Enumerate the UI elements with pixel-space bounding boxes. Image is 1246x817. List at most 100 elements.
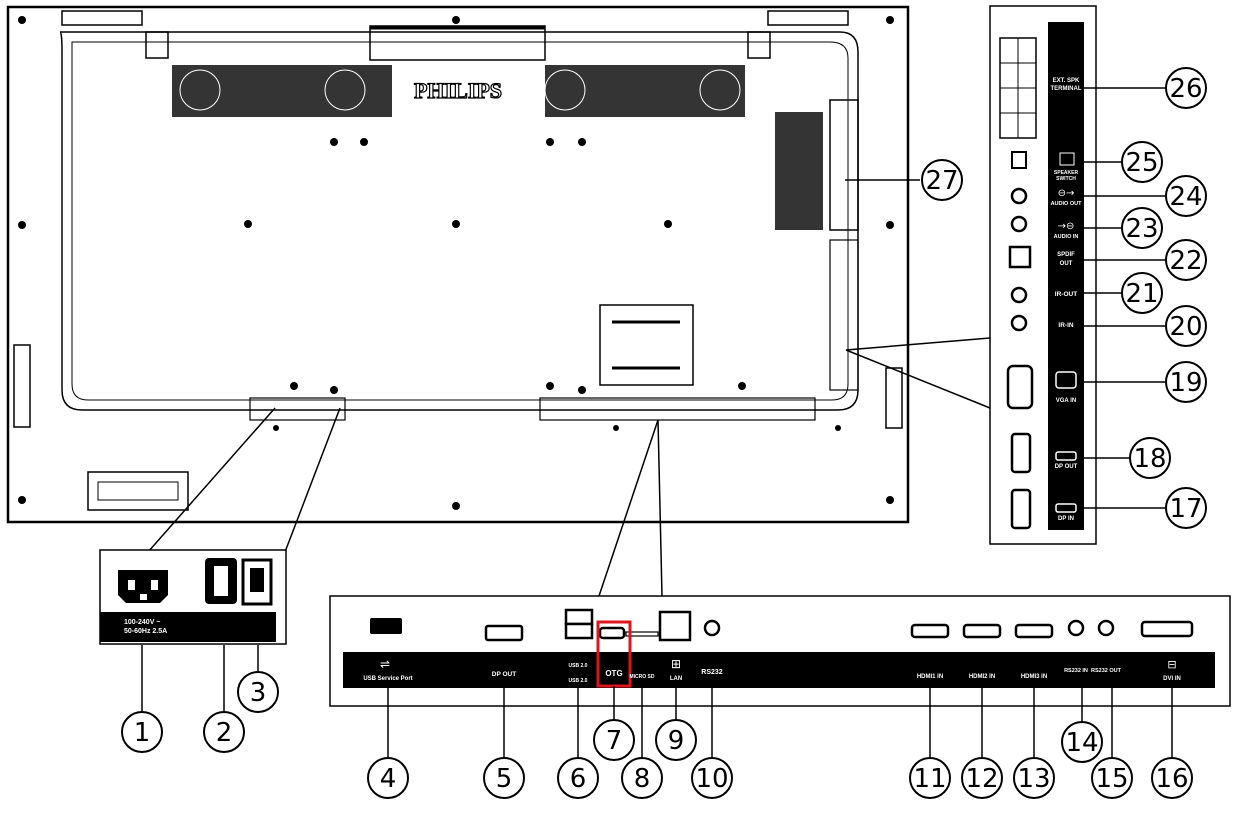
audio-in-icon: →⊖ [1058,221,1075,232]
callout-number-23: 23 [1125,214,1158,244]
label-audio-in: AUDIO IN [1054,234,1079,240]
callout-number-13: 13 [1017,764,1050,794]
label-dp-out-side: DP OUT [1055,464,1078,470]
callout-27: 27 [921,159,963,201]
lan-icon: ⊞ [671,657,681,671]
callout-number-10: 10 [695,764,728,794]
label-audio-out: AUDIO OUT [1051,201,1083,207]
label-usb-a1: USB 2.0 [569,663,588,669]
hdmi2-port [962,623,1002,639]
callout-number-1: 1 [134,718,151,748]
callout-3: 3 [237,671,279,713]
ir-in-jack [1010,314,1028,332]
bottom-connector-panel: ⇌ ⊞ ⊟ USB Service Port DP OUT USB 2.0 US… [329,419,1231,707]
callout-number-19: 19 [1169,368,1202,398]
spdif-out-port [1008,245,1032,269]
label-dp-in-side: DP IN [1058,516,1074,522]
callout-17: 17 [1165,487,1207,529]
usb-icon: ⇌ [380,657,390,671]
callout-25: 25 [1121,141,1163,183]
power-rating-line1: 100-240V ~ [124,619,160,626]
hdmi1-port [910,623,950,639]
callout-number-26: 26 [1169,74,1202,104]
callout-23: 23 [1121,207,1163,249]
usb-port-1 [564,608,594,626]
audio-out-icon: ⊖→ [1058,188,1075,199]
callout-7: 7 [593,719,635,761]
callout-number-6: 6 [570,764,587,794]
otg-port [598,626,626,640]
callout-5: 5 [483,757,525,799]
audio-out-jack [1010,187,1028,205]
label-hdmi2: HDMI2 IN [969,674,995,680]
label-ir-in: IR-IN [1058,322,1073,329]
power-detail: 100-240V ~ 50-60Hz 2.5A [99,407,341,712]
label-otg: OTG [605,669,622,678]
label-rs232-in: RS232 IN [1064,668,1088,674]
micro-sd-slot [625,631,659,637]
dp-out-icon [1055,451,1077,461]
callout-22: 22 [1165,239,1207,281]
callout-number-17: 17 [1169,494,1202,524]
callout-26: 26 [1165,67,1207,109]
audio-in-jack [1010,215,1028,233]
callout-11: 11 [909,757,951,799]
callout-number-15: 15 [1095,764,1128,794]
callout-number-22: 22 [1169,246,1202,276]
usb-service-port [370,618,402,634]
callout-10: 10 [691,757,733,799]
callout-18: 18 [1129,437,1171,479]
callout-number-27: 27 [925,166,958,196]
label-ext-spk-2: TERMINAL [1051,86,1082,92]
callout-number-4: 4 [380,764,397,794]
label-spdif-2: OUT [1060,261,1073,267]
vga-icon [1055,371,1077,389]
dvi-icon: ⊟ [1167,658,1176,671]
brand-logo: PHILIPS [414,78,502,103]
callout-number-24: 24 [1169,182,1202,212]
hdmi3-port [1014,623,1054,639]
speaker-switch [1011,151,1027,169]
label-rs232: RS232 [701,669,723,676]
ac-inlet-icon [118,570,168,603]
callout-number-2: 2 [216,718,233,748]
callout-number-7: 7 [606,726,623,756]
label-ir-out: IR-OUT [1055,291,1077,298]
label-dp-out-bottom: DP OUT [492,671,516,678]
callout-13: 13 [1013,757,1055,799]
callout-number-20: 20 [1169,312,1202,342]
label-usb-service: USB Service Port [363,676,412,682]
label-hdmi3: HDMI3 IN [1021,674,1047,680]
callout-19: 19 [1165,361,1207,403]
rs232-in-jack [1067,619,1085,637]
power-rating-line2: 50-60Hz 2.5A [124,628,167,635]
callout-number-5: 5 [496,764,513,794]
callout-12: 12 [961,757,1003,799]
callout-9: 9 [655,719,697,761]
vga-in-port [1006,364,1034,410]
callout-6: 6 [557,757,599,799]
callout-16: 16 [1151,757,1193,799]
monitor-rear [6,5,910,524]
callout-4: 4 [367,757,409,799]
label-hdmi1: HDMI1 IN [917,674,943,680]
callout-20: 20 [1165,305,1207,347]
callout-1: 1 [121,711,163,753]
side-connector-panel: ⊖→ →⊖ EXT. SPK TERMINAL SPEAKER SWITCH A… [845,5,1097,545]
callout-number-18: 18 [1133,444,1166,474]
rs232-out-jack [1097,619,1115,637]
label-usb-a2: USB 2.0 [569,678,588,684]
label-speaker-switch-1: SPEAKER [1054,170,1079,176]
label-ext-spk-1: EXT. SPK [1053,78,1080,84]
callout-number-21: 21 [1125,279,1158,309]
label-speaker-switch-2: SWITCH [1056,176,1076,182]
dp-out-side-port [1010,432,1032,474]
callout-number-16: 16 [1155,764,1188,794]
dp-out-port [484,624,524,642]
dp-in-icon [1055,503,1077,513]
callout-24: 24 [1165,175,1207,217]
dp-in-side-port [1010,488,1032,530]
callout-number-12: 12 [965,764,998,794]
